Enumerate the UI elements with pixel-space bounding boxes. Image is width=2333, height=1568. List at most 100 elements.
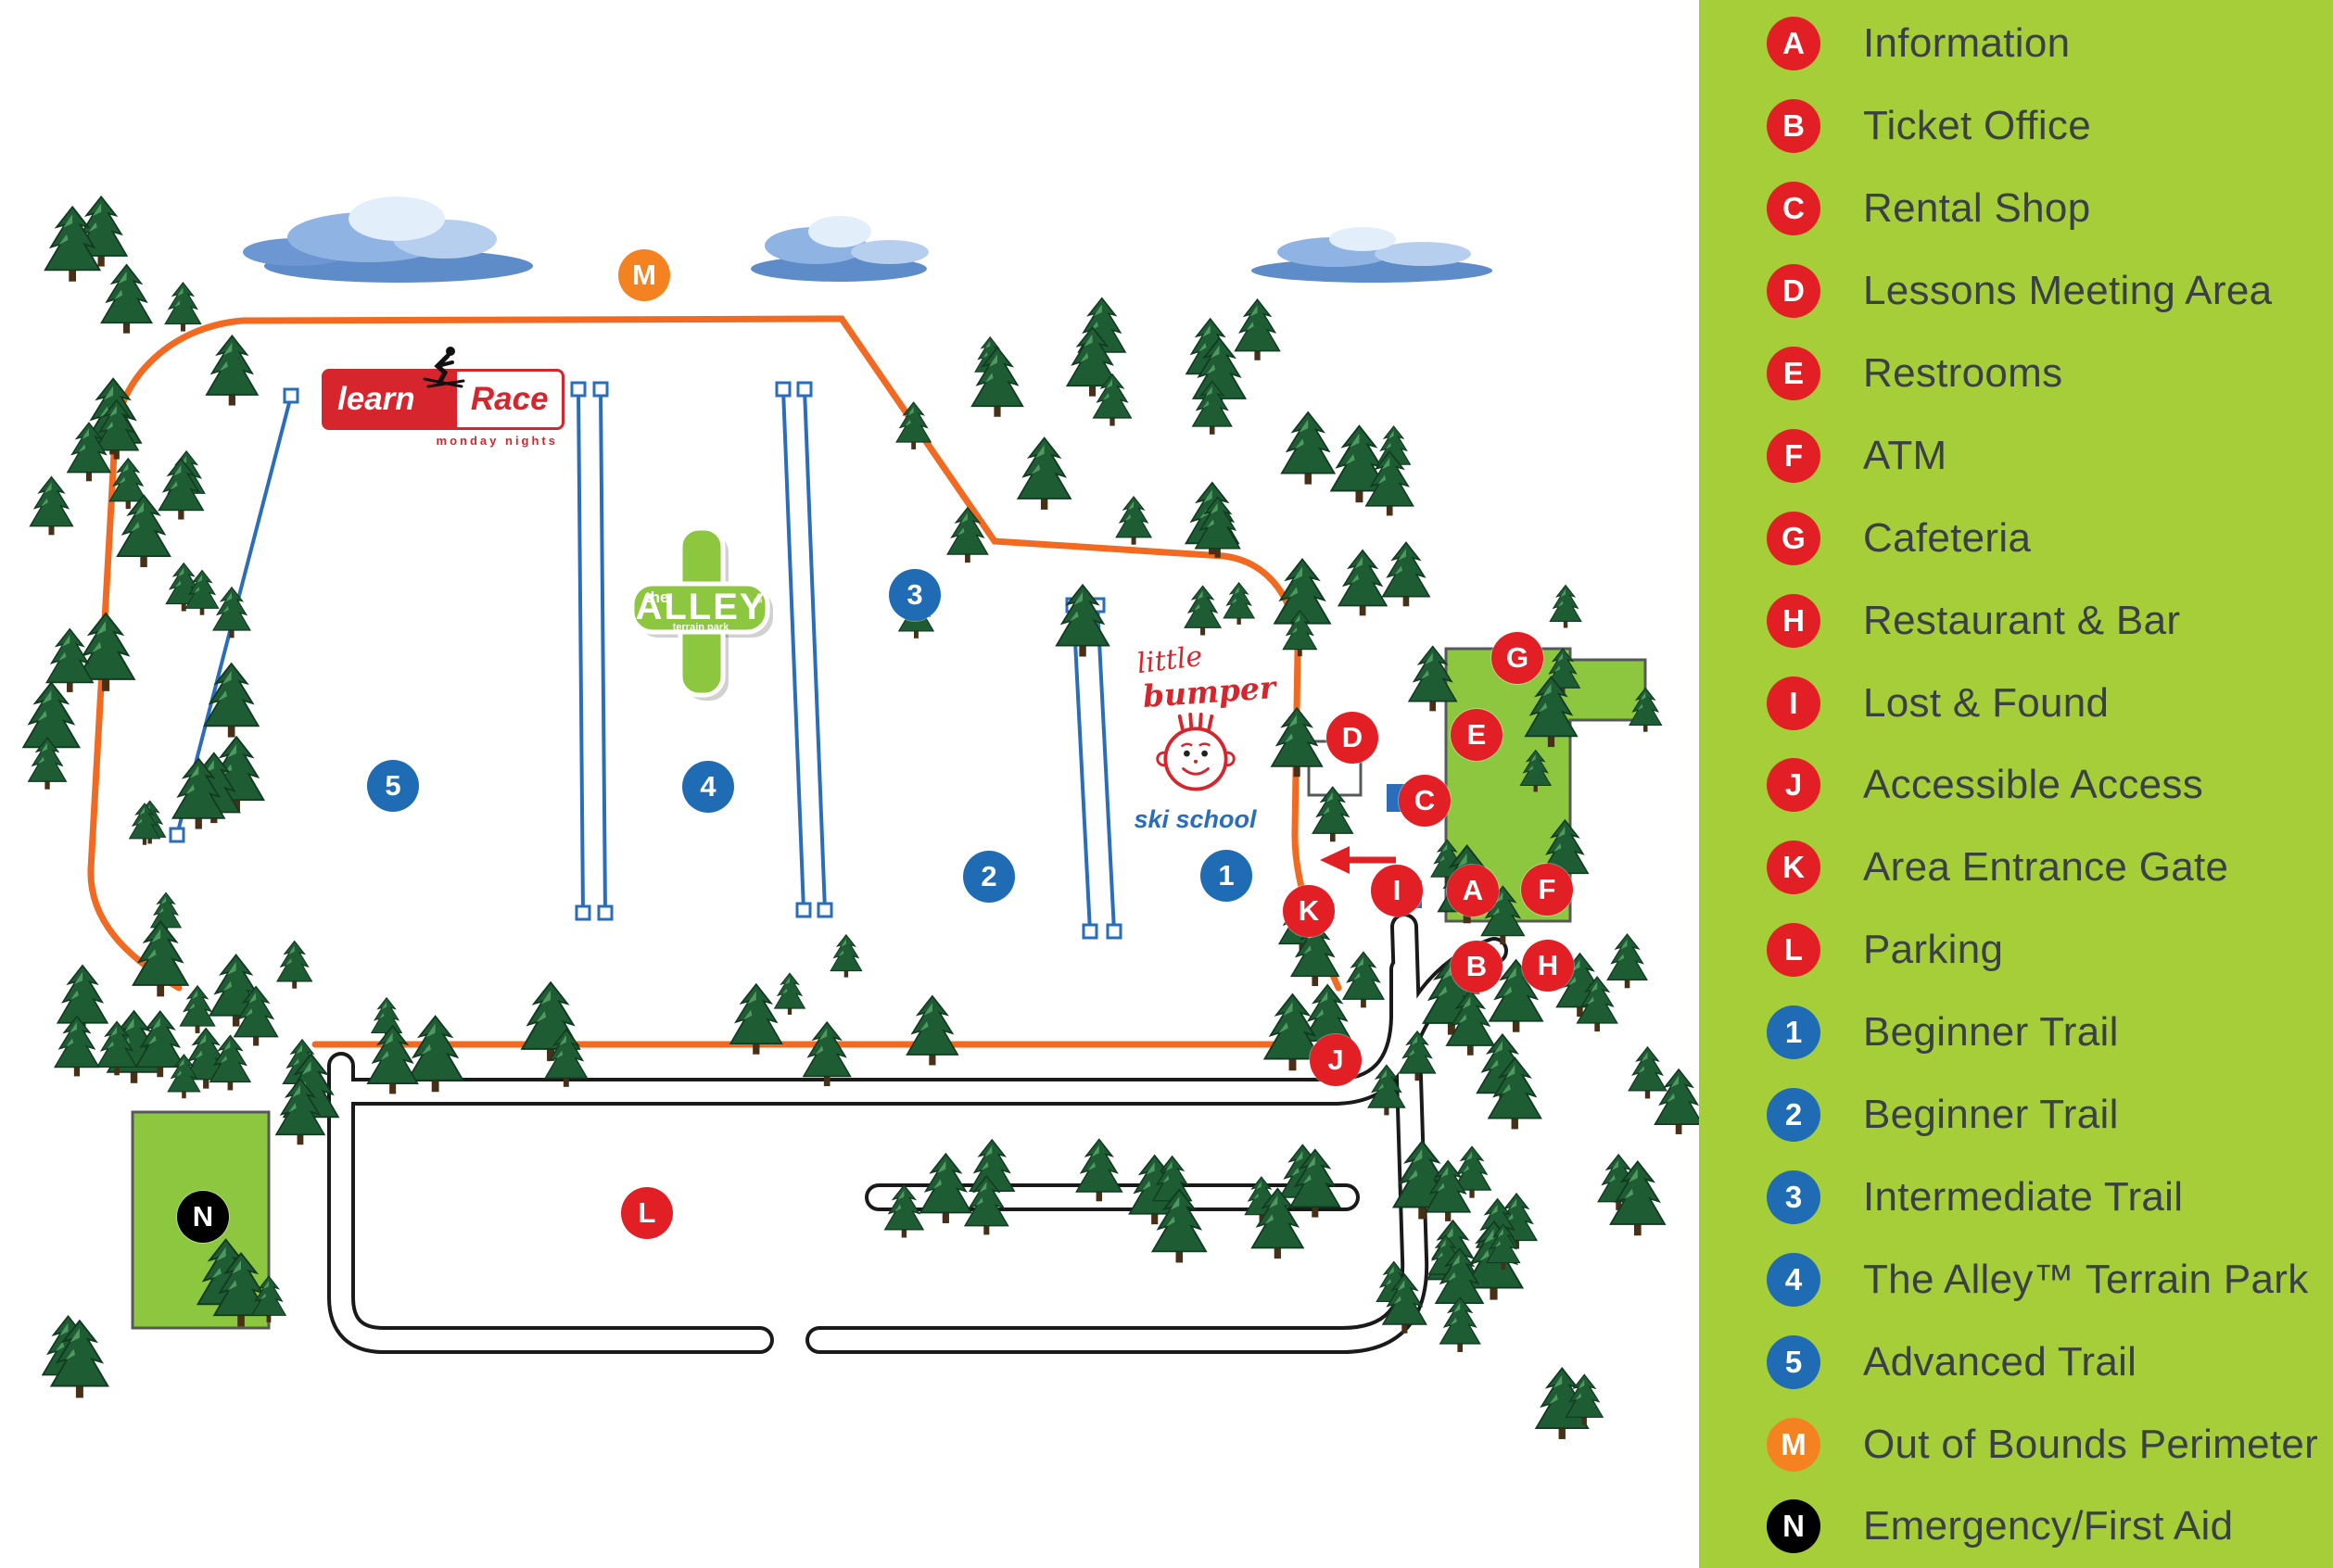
legend-badge-5: 5 xyxy=(1767,1334,1820,1389)
pine-tree-icon xyxy=(100,263,153,335)
pine-tree-icon xyxy=(1017,436,1071,511)
pine-tree-icon xyxy=(1280,411,1336,486)
pine-tree-icon xyxy=(729,983,783,1056)
legend-badge-J: J xyxy=(1767,758,1820,813)
legend-label: Area Entrance Gate xyxy=(1863,844,2229,891)
map-graphics xyxy=(22,196,1699,1440)
kid-face-icon xyxy=(1155,713,1236,791)
pine-tree-icon xyxy=(1549,584,1582,629)
legend-badge-4: 4 xyxy=(1767,1252,1820,1307)
skier-icon xyxy=(423,347,465,388)
legend-item-I: I Lost & Found xyxy=(1699,662,2333,744)
legend-item-N: N Emergency/First Aid xyxy=(1699,1486,2333,1568)
trail-map: learn Race monday nights the xyxy=(22,196,1699,1440)
legend-item-J: J Accessible Access xyxy=(1699,744,2333,827)
legend-badge-E: E xyxy=(1767,347,1820,400)
pine-tree-icon xyxy=(1381,541,1430,608)
legend-label: Emergency/First Aid xyxy=(1863,1503,2234,1549)
pine-tree-icon xyxy=(276,940,312,990)
learn-to-race-word2: Race xyxy=(457,372,562,427)
pine-tree-icon xyxy=(1342,951,1385,1009)
legend-item-1: 1 Beginner Trail xyxy=(1699,992,2333,1074)
legend-item-K: K Area Entrance Gate xyxy=(1699,827,2333,909)
pine-tree-icon xyxy=(906,995,959,1067)
cloud-right xyxy=(1251,227,1492,283)
pine-tree-icon xyxy=(1489,959,1543,1033)
bumper-word2: bumper xyxy=(1141,669,1277,714)
legend-badge-1: 1 xyxy=(1767,1005,1820,1060)
pine-tree-icon xyxy=(367,1025,419,1095)
pine-tree-icon xyxy=(946,507,989,563)
pine-tree-icon xyxy=(774,972,805,1016)
alley-prefix: the xyxy=(645,588,669,606)
pine-tree-icon xyxy=(135,1010,185,1079)
pine-tree-icon xyxy=(1628,1046,1667,1100)
legend-label: Advanced Trail xyxy=(1863,1338,2137,1385)
legend-badge-A: A xyxy=(1767,17,1820,71)
alley-name: ALLEY xyxy=(635,587,766,627)
legend-label: Restaurant & Bar xyxy=(1863,597,2181,643)
legend-label: Lost & Found xyxy=(1863,679,2110,726)
pine-tree-icon xyxy=(898,590,934,639)
legend-label: The Alley™ Terrain Park xyxy=(1863,1256,2309,1302)
pine-tree-icon xyxy=(54,1015,100,1078)
learn-text: learn xyxy=(337,381,415,417)
legend-badge-L: L xyxy=(1767,923,1820,978)
little-bumper-ski-school-logo: little bumper ski school xyxy=(1105,640,1286,833)
legend-badge-K: K xyxy=(1767,841,1820,895)
pine-tree-icon xyxy=(29,475,74,537)
legend-item-G: G Cafeteria xyxy=(1699,497,2333,579)
learn-to-race-logo: learn Race monday nights xyxy=(322,347,564,448)
learn-to-race-word1: learn xyxy=(324,372,458,427)
cloud-left xyxy=(243,196,533,283)
legend-badge-H: H xyxy=(1767,593,1820,648)
pine-tree-icon xyxy=(1223,582,1255,626)
legend-badge-3: 3 xyxy=(1767,1170,1820,1224)
pine-tree-icon xyxy=(1263,993,1322,1072)
ski-school-text: ski school xyxy=(1134,805,1257,833)
legend-item-H: H Restaurant & Bar xyxy=(1699,579,2333,662)
legend-badge-I: I xyxy=(1767,676,1820,730)
entrance-arrow xyxy=(1320,846,1396,874)
pine-tree-icon xyxy=(203,663,260,739)
pine-tree-icon xyxy=(179,985,216,1034)
legend-badge-D: D xyxy=(1767,264,1820,319)
legend-label: Rental Shop xyxy=(1863,185,2091,232)
pine-tree-icon xyxy=(1115,496,1152,546)
legend-label: Cafeteria xyxy=(1863,514,2032,561)
legend-item-4: 4 The Alley™ Terrain Park xyxy=(1699,1238,2333,1321)
pine-tree-icon xyxy=(1338,550,1388,617)
pine-tree-icon xyxy=(1055,584,1110,658)
legend-badge-N: N xyxy=(1767,1499,1820,1554)
legend-label: Ticket Office xyxy=(1863,103,2091,149)
pine-tree-icon xyxy=(45,628,94,693)
legend-item-3: 3 Intermediate Trail xyxy=(1699,1156,2333,1238)
pine-tree-icon xyxy=(919,1153,972,1224)
legend-label: Information xyxy=(1863,20,2071,67)
pine-tree-icon xyxy=(830,934,863,979)
roads xyxy=(327,913,1508,1354)
legend-label: Beginner Trail xyxy=(1863,1009,2119,1056)
legend-label: Intermediate Trail xyxy=(1863,1173,2184,1220)
pine-tree-icon xyxy=(803,1021,852,1087)
race-text: Race xyxy=(470,381,549,417)
legend-badge-G: G xyxy=(1767,511,1820,565)
pine-tree-icon xyxy=(205,335,259,407)
shed-building xyxy=(1307,740,1363,797)
learn-to-race-tagline: monday nights xyxy=(436,434,558,448)
pine-tree-icon xyxy=(212,587,251,639)
legend-badge-F: F xyxy=(1767,428,1820,483)
legend-label: Accessible Access xyxy=(1863,762,2204,808)
alley-sub: terrain park xyxy=(673,622,729,633)
legend-badge-M: M xyxy=(1767,1417,1820,1472)
alley-terrain-park-logo: the ALLEY ™ terrain park xyxy=(630,526,773,701)
pine-tree-icon xyxy=(1184,585,1222,637)
lodge-annex-2 xyxy=(1394,880,1422,908)
